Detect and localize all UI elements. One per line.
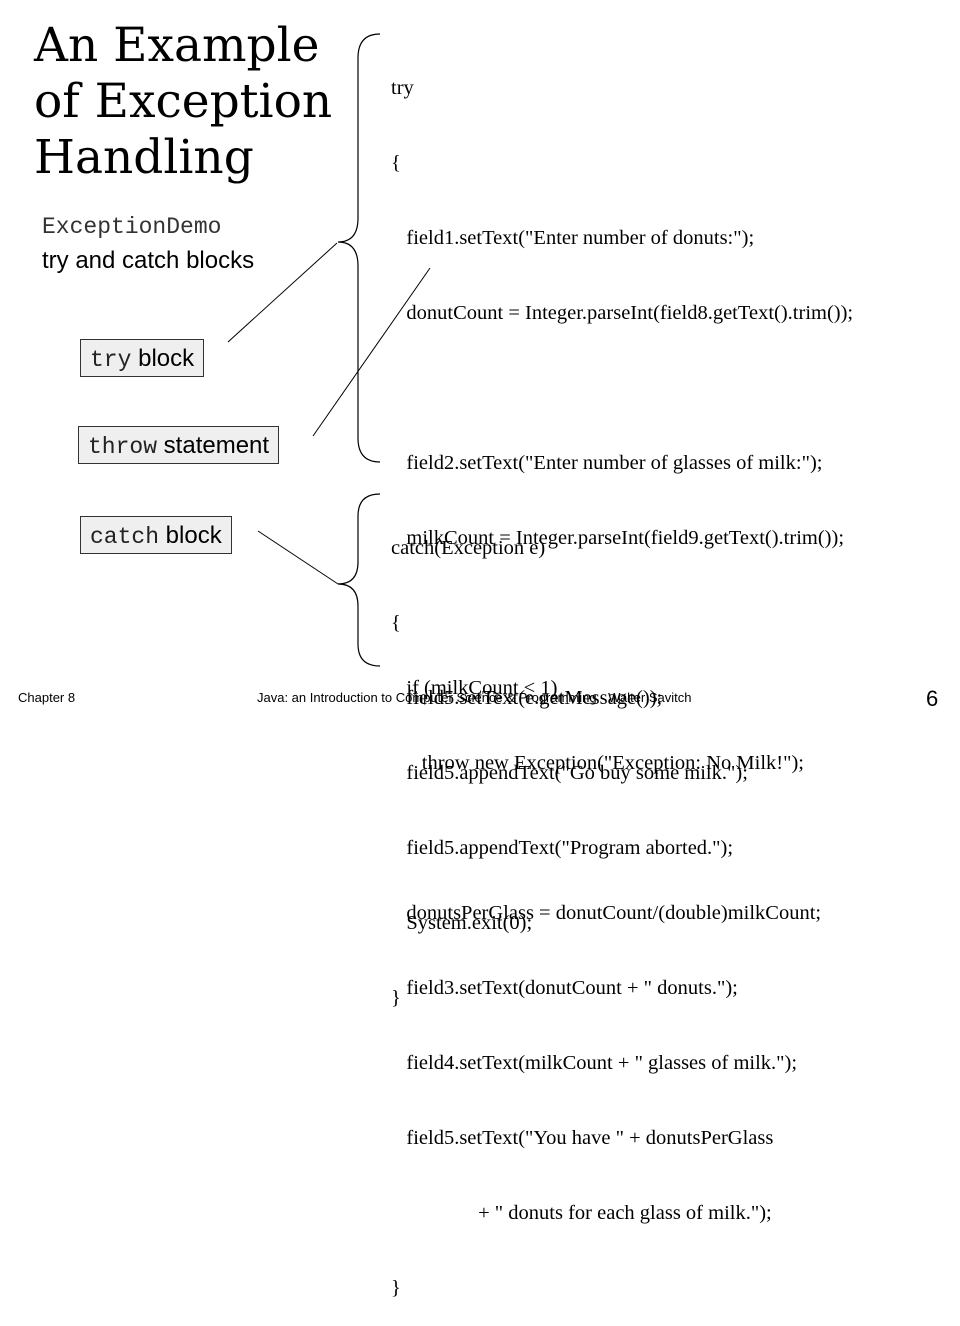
code-line: field1.setText("Enter number of donuts:"… [391,227,755,249]
code-line: { [391,612,401,634]
code-line: } [391,1277,401,1299]
title-line-1: An Example [34,18,320,73]
catch-pointer-line [257,530,339,585]
slide-title: An Example of Exception Handling [34,18,334,186]
catch-label-text: block [159,522,222,549]
footer-chapter: Chapter 8 [18,690,76,705]
code-line: { [391,152,401,174]
footer-course: Java: an Introduction to Computer Scienc… [257,690,692,705]
code-line: if (milkCount < 1) [391,677,558,699]
title-line-2: of Exception [34,74,333,129]
throw-pointer-line [312,267,431,437]
code-line: field5.appendText("Go buy some milk."); [391,762,748,784]
try-brace [337,33,381,463]
throw-label-text: statement [157,432,270,459]
try-pointer-line [227,242,338,343]
code-line: System.exit(0); [391,912,533,934]
code-line: try [391,77,414,99]
code-line: } [391,987,401,1009]
code-line [391,376,853,401]
try-label-text: block [131,345,195,372]
catch-block-label: catch block [80,516,232,554]
code-line: donutCount = Integer.parseInt(field8.get… [391,302,854,324]
catch-brace [337,493,381,667]
code-line: milkCount = Integer.parseInt(field9.getT… [391,527,845,549]
throw-keyword: throw [88,434,158,460]
subtitle-description: try and catch blocks [42,247,255,274]
code-line: field5.setText("You have " + donutsPerGl… [391,1127,774,1149]
code-line: + " donuts for each glass of milk."); [391,1202,772,1224]
title-line-3: Handling [34,130,254,185]
page-number: 6 [926,686,939,711]
catch-code-block: catch(Exception e) { field5.setText(e.ge… [391,486,748,1036]
try-block-label: try block [80,339,205,377]
code-line: field5.setText(e.getMessage()); [391,687,663,709]
throw-statement-label: throw statement [78,426,280,464]
annotation-lines [227,33,431,667]
catch-keyword: catch [90,524,160,550]
code-line: field2.setText("Enter number of glasses … [391,452,823,474]
try-keyword: try [90,347,132,373]
class-name: ExceptionDemo [42,214,222,240]
code-line: field5.appendText("Program aborted."); [391,837,734,859]
code-line: field4.setText(milkCount + " glasses of … [391,1052,798,1074]
code-line: catch(Exception e) [391,537,546,559]
